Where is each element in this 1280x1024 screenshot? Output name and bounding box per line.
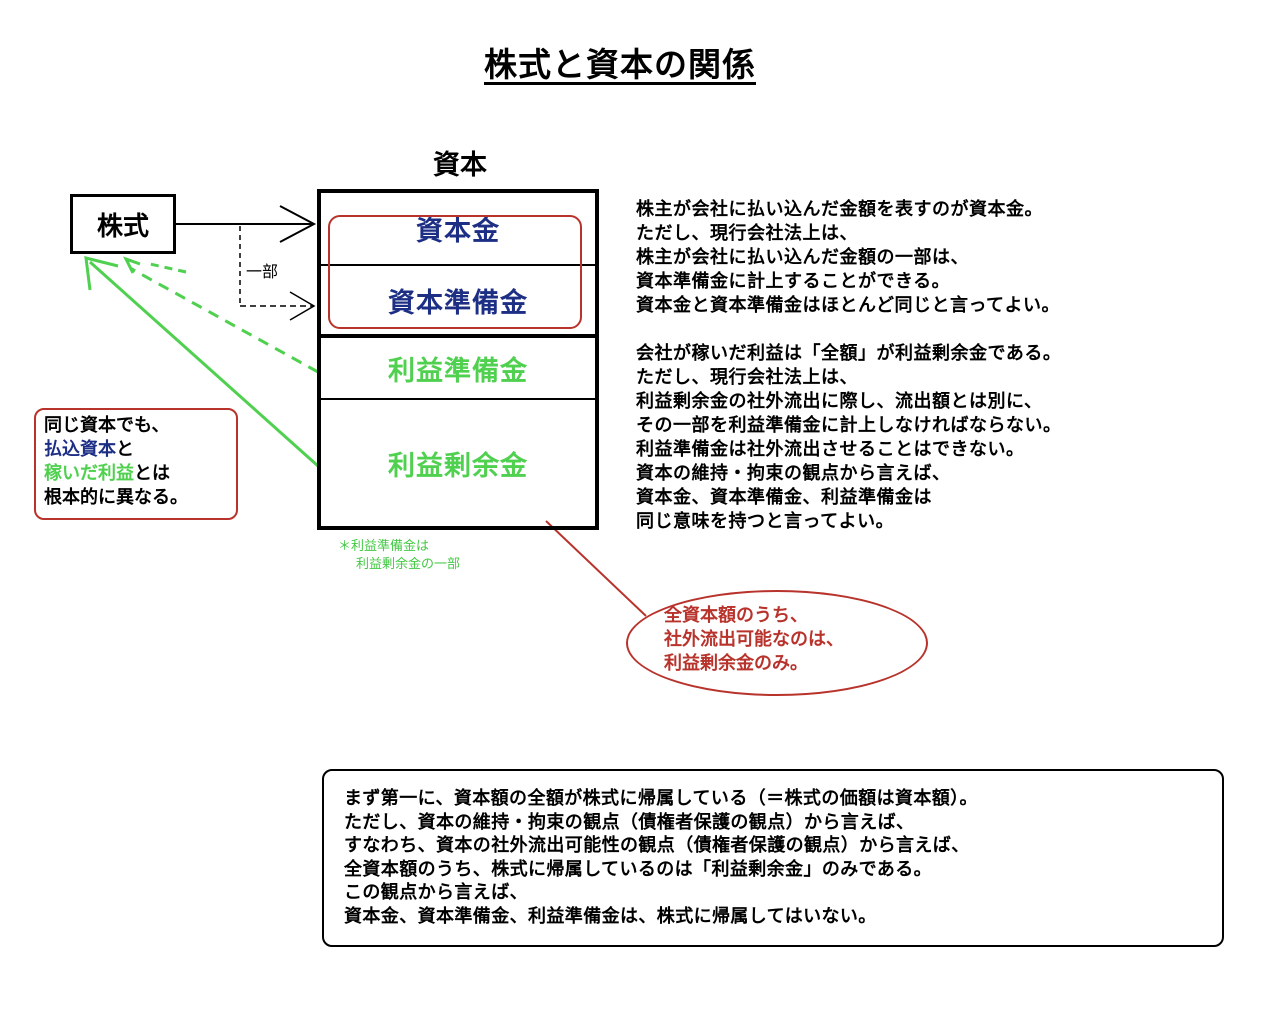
text-line: 資本金、資本準備金、利益準備金は [636,487,932,508]
text-line: 利益準備金は社外流出させることはできない。 [636,439,1025,460]
earned-profit-text: 稼いだ利益 [44,463,134,484]
reserve-note-line2: 利益剰余金の一部 [356,557,461,572]
text-line: 利益剰余金のみ。 [664,653,808,674]
text-line: 株主が会社に払い込んだ金額の一部は、 [636,247,969,268]
part-arrowhead [289,291,316,321]
capital-explanation: 株主が会社に払い込んだ金額を表すのが資本金。 ただし、現行会社法上は、 株主が会… [636,198,1060,318]
distributable-note: 全資本額のうち、 社外流出可能なのは、 利益剰余金のみ。 [626,590,928,696]
text-line: 稼いだ利益とは [44,462,236,486]
surplus-to-stock-line [88,260,320,468]
text-line: ただし、資本の維持・拘束の観点（債権者保護の観点）から言えば、 [344,811,915,833]
text-line: 払込資本と [44,438,236,462]
text-line: ただし、現行会社法上は、 [636,223,858,244]
text-line: すなわち、資本の社外流出可能性の観点（債権者保護の観点）から言えば、 [344,835,970,856]
reserve-to-stock-dash [129,266,319,374]
text-line: その一部を利益準備金に計上しなければならない。 [636,415,1062,436]
text-line: 資本の維持・拘束の観点から言えば、 [636,463,951,484]
text-line: 社外流出可能なのは、 [664,629,844,650]
surplus-pointer-line [545,520,647,617]
text-line: ただし、現行会社法上は、 [636,367,858,388]
text-line: この観点から言えば、 [344,882,528,903]
segment-capital-reserve: 資本準備金 [321,266,595,338]
text-line: 利益剰余金の社外流出に際し、流出額とは別に、 [636,391,1043,412]
text-line: 株主が会社に払い込んだ金額を表すのが資本金。 [636,199,1043,220]
capital-box: 資本金 資本準備金 利益準備金 利益剰余金 [317,189,599,530]
stock-label: 株式 [96,211,149,242]
segment-earned-reserve: 利益準備金 [321,338,595,400]
text-line: 根本的に異なる。 [44,487,188,508]
segment-capital-stock: 資本金 [321,193,595,266]
reserve-arrowhead [122,256,141,274]
text-line: 資本準備金に計上することができる。 [636,271,951,292]
text-line: まず第一に、資本額の全額が株式に帰属している（＝株式の価額は資本額）。 [344,788,978,809]
text-line: 会社が稼いだ利益は「全額」が利益剰余金である。 [636,343,1062,364]
stock-box: 株式 [70,194,176,254]
stock-to-capital-arrowhead [279,205,317,243]
title-text: 株式と資本の関係 [484,45,756,84]
text-line: 全資本額のうち、 [664,605,808,626]
reserve-dash-short [149,262,187,274]
page-title: 株式と資本の関係 [0,38,1240,86]
capital-label: 資本 [433,150,487,181]
text-line: 同じ意味を持つと言ってよい。 [636,511,895,532]
retained-earnings-frame [328,215,582,329]
connector-text: とは [134,463,170,484]
segment-retained-earnings: 利益剰余金 [388,450,528,482]
text-line: 同じ資本でも、 [44,415,170,436]
earnings-explanation: 会社が稼いだ利益は「全額」が利益剰余金である。 ただし、現行会社法上は、 利益剰… [636,342,1062,534]
summary-box: まず第一に、資本額の全額が株式に帰属している（＝株式の価額は資本額）。 ただし、… [322,769,1224,947]
reserve-note-line1: ＊利益準備金は [338,539,430,554]
text-line: 資本金、資本準備金、利益準備金は、株式に帰属してはいない。 [344,905,877,927]
part-label: 一部 [246,262,279,281]
paid-in-capital-text: 払込資本 [44,439,116,460]
connector-text: と [116,439,134,460]
surplus-arrowhead [84,256,119,291]
text-line: 全資本額のうち、株式に帰属しているのは「利益剰余金」のみである。 [344,858,933,880]
paid-vs-earned-note: 同じ資本でも、 払込資本と 稼いだ利益とは 根本的に異なる。 [34,408,238,520]
text-line: 資本金と資本準備金はほとんど同じと言ってよい。 [636,295,1061,316]
